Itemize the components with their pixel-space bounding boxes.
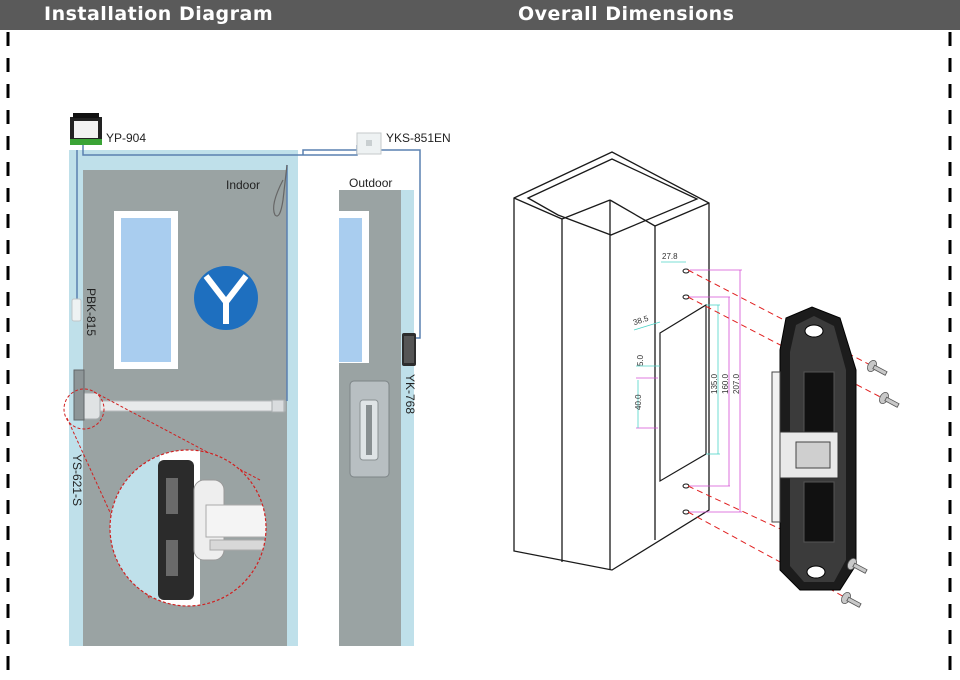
- left-window-glass: [121, 218, 171, 362]
- zoom-detail-circle: [109, 449, 267, 607]
- zoom-source-circle: [63, 388, 105, 430]
- dimension-207-0: 207.0: [732, 373, 741, 394]
- installation-diagram-title: Installation Diagram: [44, 3, 274, 25]
- screw-holes: [682, 268, 690, 515]
- overall-dimensions-title: Overall Dimensions: [518, 3, 735, 25]
- dimension-40-0: 40.0: [634, 394, 643, 410]
- exit-button-icon: [71, 298, 82, 322]
- button-label: YKS-851EN: [386, 131, 451, 145]
- controller-box-icon: [70, 113, 102, 145]
- exit-button-label: PBK-815: [84, 288, 98, 337]
- indoor-label: Indoor: [226, 178, 261, 192]
- keypad-label: YK-768: [403, 374, 417, 415]
- door-closer-icon: [273, 164, 288, 217]
- controller-label: YP-904: [106, 131, 147, 145]
- right-window-glass: [339, 218, 362, 362]
- outdoor-label: Outdoor: [349, 176, 393, 190]
- dimension-lines-cyan: [633, 261, 720, 455]
- dimension-lines-magenta: [636, 269, 742, 513]
- surface-button-icon: [356, 132, 382, 155]
- dimension-160-0: 160.0: [721, 373, 730, 394]
- electric-strike-icon: [771, 306, 857, 591]
- dimension-27-8: 27.8: [662, 252, 678, 261]
- outdoor-handle-icon: [349, 380, 390, 478]
- wiring-lines: [76, 145, 421, 401]
- lock-strike-icon: [73, 369, 85, 421]
- brand-logo-icon: [194, 266, 258, 330]
- dimension-135-0: 135.0: [710, 373, 719, 394]
- lock-label: YS-621-S: [70, 454, 84, 507]
- mortise-cutout: [659, 303, 707, 483]
- header-bar: Installation Diagram Overall Dimensions: [0, 0, 960, 30]
- screw-icons: [841, 359, 900, 608]
- dimension-5-0: 5.0: [636, 354, 645, 366]
- keypad-icon: [402, 333, 416, 366]
